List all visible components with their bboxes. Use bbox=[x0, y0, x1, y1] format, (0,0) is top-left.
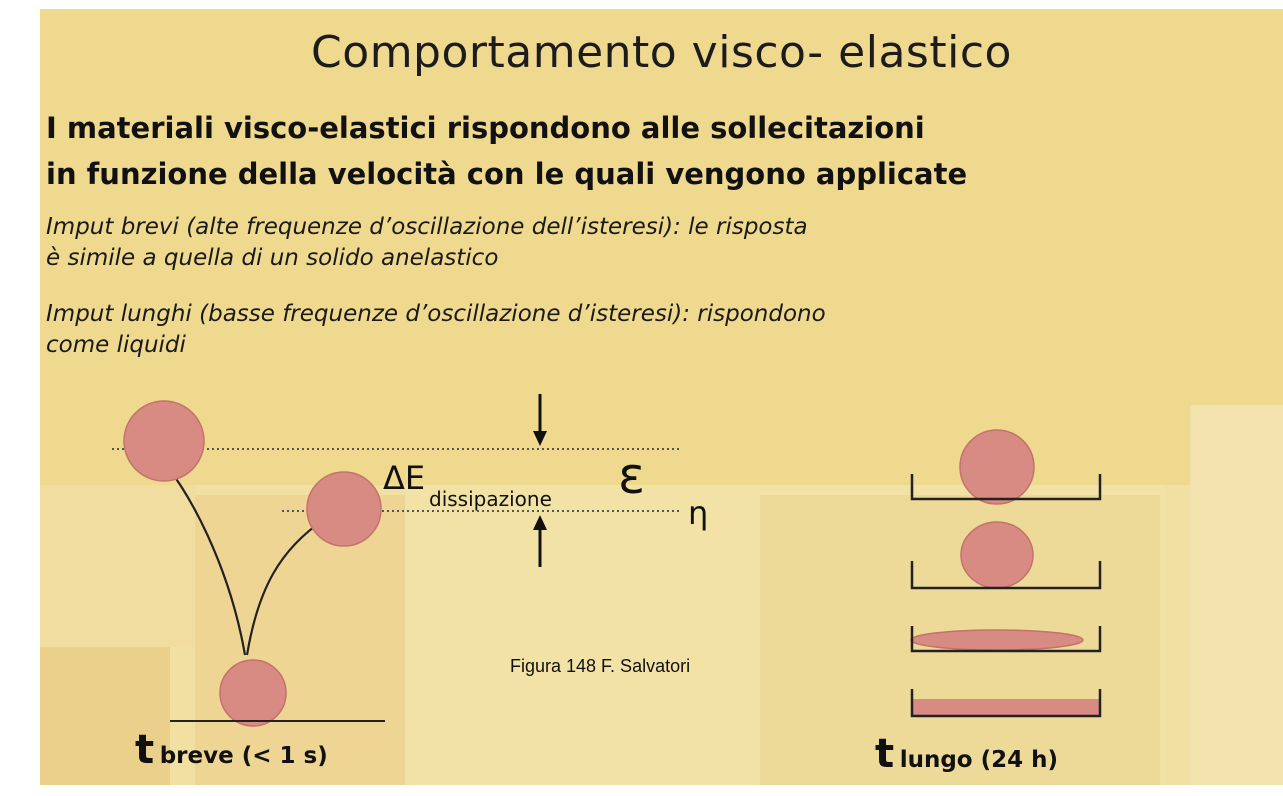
epsilon-symbol: ε bbox=[618, 447, 645, 505]
arrow-down-head-icon bbox=[533, 431, 547, 446]
delta-e-label: ΔE bbox=[383, 459, 425, 497]
subtitle-line: I materiali visco-elastici rispondono al… bbox=[46, 111, 925, 145]
short-time-label: t breve (< 1 s) bbox=[135, 727, 328, 773]
ball-ground bbox=[219, 659, 287, 727]
paragraph-line: Imput lunghi (basse frequenze d’oscillaz… bbox=[46, 301, 826, 327]
paragraph-line: Imput brevi (alte frequenze d’oscillazio… bbox=[46, 214, 808, 240]
long-time-text: lungo (24 h) bbox=[899, 747, 1059, 773]
background-patch bbox=[40, 485, 195, 647]
short-time-text: breve (< 1 s) bbox=[159, 743, 328, 769]
background-patch bbox=[40, 9, 1283, 485]
container-3 bbox=[910, 626, 1102, 653]
t-symbol: t bbox=[135, 727, 155, 773]
paragraph-line: come liquidi bbox=[46, 332, 186, 358]
container-4 bbox=[910, 689, 1102, 718]
viscoelastic-diagram: ΔE dissipazione ε η bbox=[112, 394, 1102, 727]
background-patch bbox=[195, 495, 405, 785]
ball-initial bbox=[123, 400, 205, 482]
paragraph-long-input: Imput lunghi (basse frequenze d’oscillaz… bbox=[46, 299, 826, 361]
figure-caption: Figura 148 F. Salvatori bbox=[510, 656, 691, 676]
background-patch bbox=[1190, 405, 1283, 785]
ball-rebound bbox=[306, 471, 382, 547]
long-time-label: t lungo (24 h) bbox=[875, 731, 1058, 777]
slide: Comportamento visco- elastico I material… bbox=[40, 9, 1283, 785]
delta-e-subscript: dissipazione bbox=[429, 487, 552, 511]
trajectory-down-curve bbox=[154, 451, 247, 656]
paragraph-line: è simile a quella di un solido anelastic… bbox=[46, 245, 499, 271]
container-1 bbox=[910, 429, 1102, 505]
arrow-up-head-icon bbox=[533, 515, 547, 530]
eta-subscript: η bbox=[688, 494, 708, 532]
slide-title: Comportamento visco- elastico bbox=[311, 27, 1012, 78]
trajectory-up-curve bbox=[245, 518, 326, 656]
subtitle-line: in funzione della velocità con le quali … bbox=[46, 157, 968, 191]
paragraph-short-input: Imput brevi (alte frequenze d’oscillazio… bbox=[46, 212, 808, 274]
t-symbol: t bbox=[875, 731, 895, 777]
container-2 bbox=[910, 521, 1102, 590]
subtitle: I materiali visco-elastici rispondono al… bbox=[46, 105, 967, 197]
background-patch bbox=[40, 647, 170, 785]
